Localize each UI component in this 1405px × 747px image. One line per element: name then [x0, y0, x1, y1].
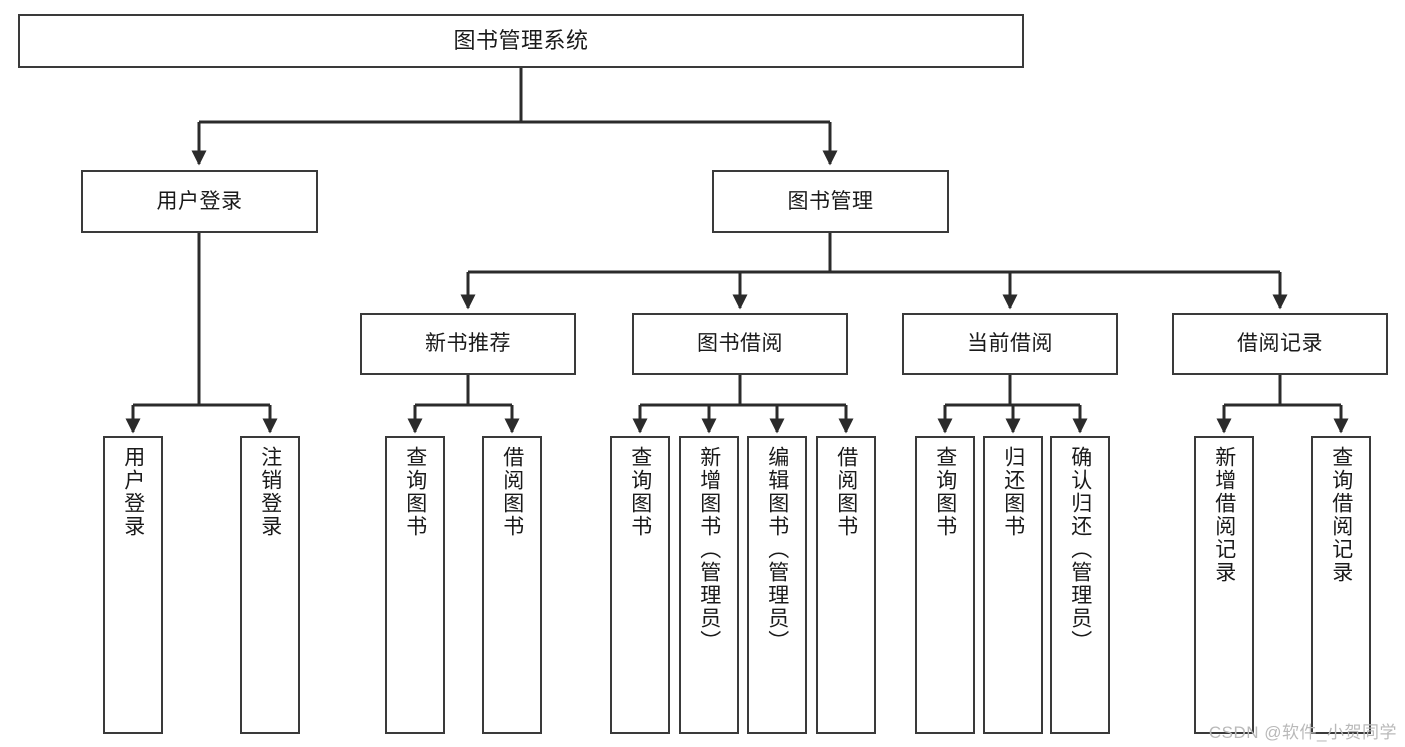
leaf-new-book-borrow[interactable]: 借阅图书	[482, 436, 542, 734]
leaf-current-return-book[interactable]: 归还图书	[983, 436, 1043, 734]
node-root-label: 图书管理系统	[453, 27, 589, 53]
node-user-login[interactable]: 用户登录	[81, 170, 318, 233]
leaf-current-query-book-label: 查询图书	[933, 446, 957, 538]
node-book-management-label: 图书管理	[787, 189, 874, 213]
leaf-borrow-borrow-book-label: 借阅图书	[834, 446, 858, 538]
leaf-borrow-edit-book[interactable]: 编辑图书（管理员）	[747, 436, 807, 734]
node-borrow-record[interactable]: 借阅记录	[1172, 313, 1388, 375]
leaf-current-query-book[interactable]: 查询图书	[915, 436, 975, 734]
leaf-borrow-add-book[interactable]: 新增图书（管理员）	[679, 436, 739, 734]
leaf-new-book-query[interactable]: 查询图书	[385, 436, 445, 734]
node-current-borrow[interactable]: 当前借阅	[902, 313, 1118, 375]
leaf-record-add-label: 新增借阅记录	[1212, 446, 1236, 584]
leaf-record-add[interactable]: 新增借阅记录	[1194, 436, 1254, 734]
node-current-borrow-label: 当前借阅	[967, 332, 1053, 356]
leaf-borrow-query-book-label: 查询图书	[628, 446, 652, 538]
leaf-new-book-query-label: 查询图书	[403, 446, 427, 538]
node-user-login-label: 用户登录	[156, 189, 243, 213]
node-new-book-recommend-label: 新书推荐	[425, 332, 511, 356]
leaf-current-confirm-return[interactable]: 确认归还（管理员）	[1050, 436, 1110, 734]
leaf-record-query[interactable]: 查询借阅记录	[1311, 436, 1371, 734]
leaf-current-confirm-return-label: 确认归还（管理员）	[1068, 446, 1092, 653]
leaf-borrow-query-book[interactable]: 查询图书	[610, 436, 670, 734]
leaf-borrow-borrow-book[interactable]: 借阅图书	[816, 436, 876, 734]
leaf-borrow-add-book-label: 新增图书（管理员）	[697, 446, 721, 653]
leaf-user-login-logout-label: 注销登录	[258, 446, 282, 538]
node-book-borrow[interactable]: 图书借阅	[632, 313, 848, 375]
leaf-record-query-label: 查询借阅记录	[1329, 446, 1353, 584]
node-book-management[interactable]: 图书管理	[712, 170, 949, 233]
leaf-user-login-login-label: 用户登录	[121, 446, 145, 538]
leaf-user-login-logout[interactable]: 注销登录	[240, 436, 300, 734]
watermark: CSDN @软件_小贺同学	[1208, 723, 1397, 742]
node-root[interactable]: 图书管理系统	[18, 14, 1024, 68]
leaf-current-return-book-label: 归还图书	[1001, 446, 1025, 538]
node-borrow-record-label: 借阅记录	[1237, 332, 1323, 356]
node-new-book-recommend[interactable]: 新书推荐	[360, 313, 576, 375]
leaf-user-login-login[interactable]: 用户登录	[103, 436, 163, 734]
leaf-borrow-edit-book-label: 编辑图书（管理员）	[765, 446, 789, 653]
node-book-borrow-label: 图书借阅	[697, 332, 783, 356]
leaf-new-book-borrow-label: 借阅图书	[500, 446, 524, 538]
